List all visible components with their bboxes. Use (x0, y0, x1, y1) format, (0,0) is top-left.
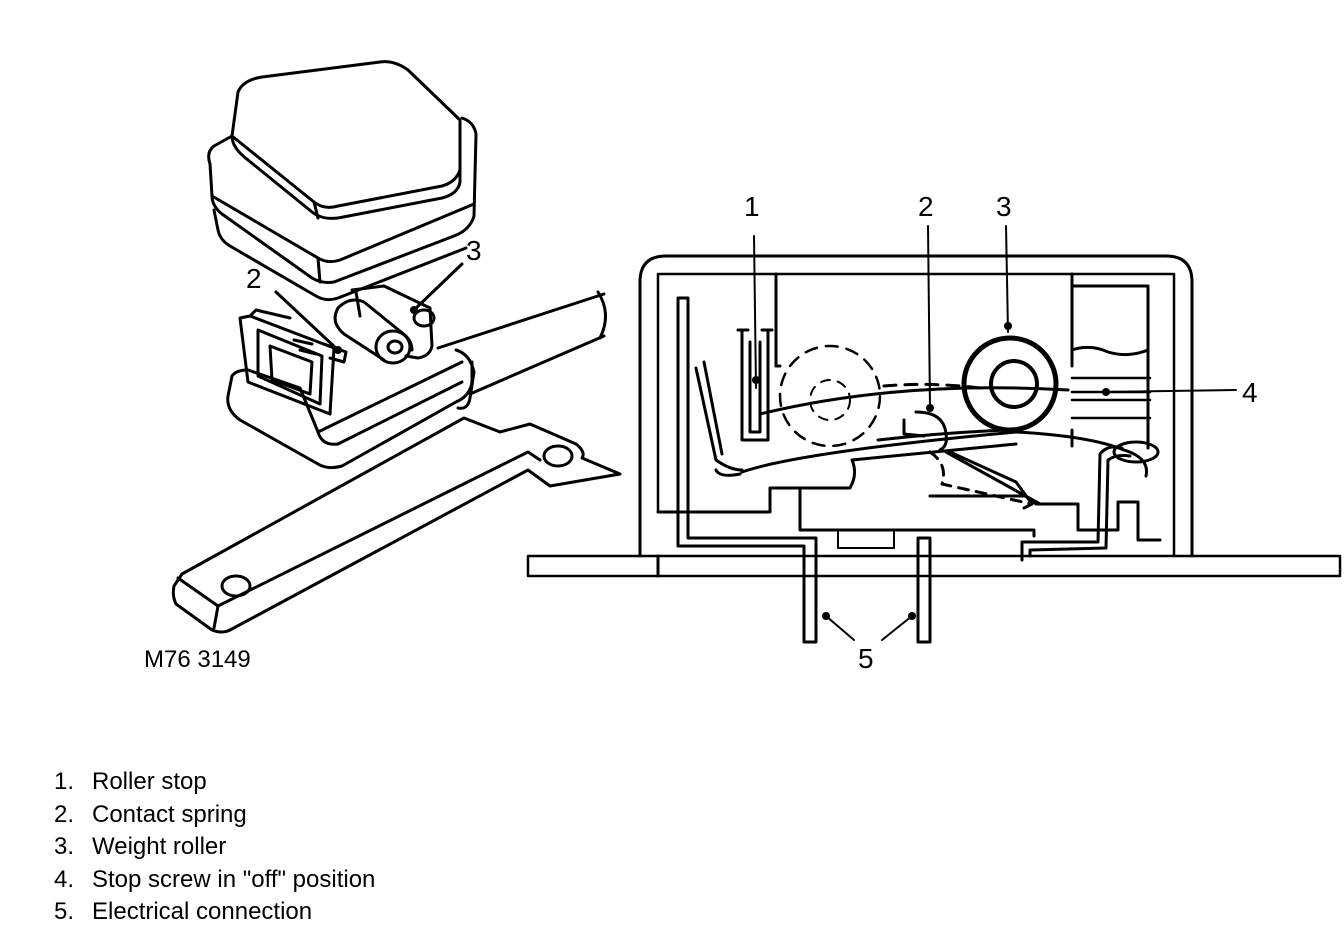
leader-right-5b (881, 615, 913, 641)
callout-left-3: 3 (466, 235, 482, 266)
legend-text: Weight roller (92, 833, 227, 861)
cable-strap (454, 348, 476, 410)
legend-item: 4. Stop screw in "off" position (54, 864, 375, 897)
mounting-plate (526, 554, 1342, 578)
weight-roller-section (961, 335, 1059, 433)
parts-legend: 1. Roller stop 2. Contact spring 3. Weig… (54, 766, 375, 929)
switch-cross-section (526, 254, 1342, 578)
legend-item: 2. Contact spring (54, 799, 375, 832)
contact-spring-hook (914, 410, 948, 452)
legend-item: 3. Weight roller (54, 831, 375, 864)
roller-alt-position (778, 344, 882, 448)
mounting-frame (238, 314, 336, 416)
switch-base (226, 360, 474, 470)
mounting-bracket (171, 416, 622, 634)
contact-spring-arc (758, 386, 1070, 416)
legend-number: 5. (54, 898, 75, 926)
legend-number: 2. (54, 800, 75, 828)
legend-item: 1. Roller stop (54, 766, 375, 799)
callout-right-3: 3 (996, 191, 1012, 222)
housing (638, 254, 1194, 558)
callout-right-1: 1 (744, 191, 760, 222)
leader-right-1 (753, 235, 757, 389)
right-leader-lines (753, 225, 1237, 641)
legend-number: 4. (54, 865, 75, 893)
leader-right-5a (825, 615, 855, 641)
cover-cap (230, 60, 462, 220)
weight-roller-illustration (333, 284, 436, 365)
switch-assembly-illustration (171, 60, 622, 634)
legend-text: Roller stop (92, 768, 207, 795)
cable (436, 292, 606, 396)
legend-text: Contact spring (92, 800, 247, 828)
stop-screw-section (1070, 284, 1152, 450)
electrical-terminals (676, 296, 932, 644)
terminal-right (916, 536, 932, 644)
legend-number: 3. (54, 833, 75, 861)
roller-stop-bracket (740, 328, 770, 442)
leader-right-4 (1103, 389, 1237, 393)
leader-left-2 (274, 290, 340, 352)
terminal-left (676, 296, 818, 644)
leader-right-2 (927, 225, 931, 409)
legend-text: Stop screw in "off" position (92, 865, 376, 893)
callout-right-2: 2 (918, 191, 934, 222)
callout-left-2: 2 (246, 263, 262, 294)
callout-right-5: 5 (858, 643, 874, 674)
legend-item: 5. Electrical connection (54, 896, 375, 929)
callout-right-4: 4 (1242, 377, 1258, 408)
legend-number: 1. (54, 768, 75, 795)
leader-left-3 (412, 262, 464, 312)
legend-text: Electrical connection (92, 898, 313, 926)
figure-code: M76 3149 (144, 646, 251, 673)
leader-right-3 (1005, 225, 1009, 333)
